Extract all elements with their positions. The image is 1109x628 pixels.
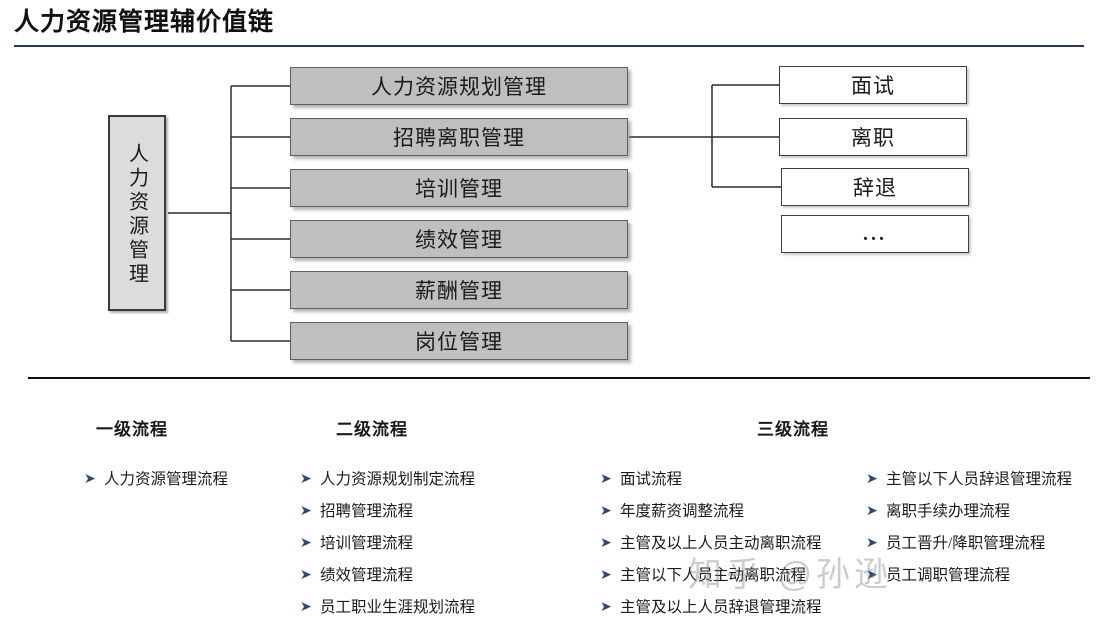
level2-box-training[interactable]: 培训管理 [290,169,628,207]
process-list-level1: ➤ 人力资源管理流程 [84,468,228,500]
list-item-label: 主管及以上人员辞退管理流程 [620,599,822,616]
root-box-hr-management[interactable]: 人力资源管理 [108,115,166,311]
process-list-level2: ➤ 人力资源规划制定流程 ➤ 招聘管理流程 ➤ 培训管理流程 ➤ 绩效管理流程 … [300,468,475,628]
list-item[interactable]: ➤ 人力资源管理流程 [84,468,228,492]
arrow-bullet-icon: ➤ [300,472,312,487]
list-item[interactable]: ➤ 年度薪资调整流程 [600,500,822,524]
list-item[interactable]: ➤ 主管及以上人员辞退管理流程 [600,596,822,620]
process-list-level3-left: ➤ 面试流程 ➤ 年度薪资调整流程 ➤ 主管及以上人员主动离职流程 ➤ 主管以下… [600,468,822,628]
level2-box-position[interactable]: 岗位管理 [290,322,628,360]
list-item[interactable]: ➤ 主管以下人员辞退管理流程 [866,468,1072,492]
list-item-label: 员工调职管理流程 [886,567,1011,584]
list-item-label: 人力资源管理流程 [104,471,229,488]
list-item[interactable]: ➤ 培训管理流程 [300,532,475,556]
list-item[interactable]: ➤ 人力资源规划制定流程 [300,468,475,492]
arrow-bullet-icon: ➤ [300,600,312,615]
list-item[interactable]: ➤ 面试流程 [600,468,822,492]
column-header-level1: 一级流程 [96,420,168,439]
level2-box-performance[interactable]: 绩效管理 [290,220,628,258]
arrow-bullet-icon: ➤ [866,504,878,519]
section-divider-rule [28,377,1090,379]
list-item[interactable]: ➤ 招聘管理流程 [300,500,475,524]
value-chain-diagram: 人力资源管理 人力资源规划管理 招聘离职管理 培训管理 绩效管理 薪酬管理 岗位… [108,66,969,360]
process-list-level3-right: ➤ 主管以下人员辞退管理流程 ➤ 离职手续办理流程 ➤ 员工晋升/降职管理流程 … [866,468,1072,596]
level2-box-hr-planning[interactable]: 人力资源规划管理 [290,67,628,105]
list-item-label: 员工职业生涯规划流程 [320,599,476,616]
arrow-bullet-icon: ➤ [600,568,612,583]
arrow-bullet-icon: ➤ [300,504,312,519]
list-item[interactable]: ➤ 员工调职管理流程 [866,564,1072,588]
diagram-connector-lines [168,84,782,342]
level2-box-compensation[interactable]: 薪酬管理 [290,271,628,309]
level3-box-more[interactable]: ... [781,215,969,253]
arrow-bullet-icon: ➤ [600,600,612,615]
page-title: 人力资源管理辅价值链 [14,8,275,36]
column-header-level2: 二级流程 [336,420,408,439]
arrow-bullet-icon: ➤ [600,472,612,487]
list-item[interactable]: ➤ 员工晋升/降职管理流程 [866,532,1072,556]
arrow-bullet-icon: ➤ [866,536,878,551]
list-item-label: 招聘管理流程 [320,503,414,520]
list-item-label: 主管以下人员主动离职流程 [620,567,807,584]
list-item-label: 培训管理流程 [320,535,414,552]
list-item[interactable]: ➤ 绩效管理流程 [300,564,475,588]
list-item-label: 年度薪资调整流程 [620,503,745,520]
list-item[interactable]: ➤ 主管及以上人员主动离职流程 [600,532,822,556]
arrow-bullet-icon: ➤ [866,568,878,583]
list-item-label: 主管及以上人员主动离职流程 [620,535,822,552]
level3-box-dismissal[interactable]: 辞退 [781,168,969,206]
arrow-bullet-icon: ➤ [300,536,312,551]
arrow-bullet-icon: ➤ [866,472,878,487]
arrow-bullet-icon: ➤ [600,536,612,551]
list-item[interactable]: ➤ 离职手续办理流程 [866,500,1072,524]
arrow-bullet-icon: ➤ [600,504,612,519]
list-item-label: 绩效管理流程 [320,567,414,584]
list-item-label: 人力资源规划制定流程 [320,471,476,488]
list-item-label: 离职手续办理流程 [886,503,1011,520]
title-divider-rule [14,45,1084,47]
column-header-level3: 三级流程 [757,420,829,439]
list-item-label: 面试流程 [620,471,683,488]
arrow-bullet-icon: ➤ [300,568,312,583]
level3-box-resignation[interactable]: 离职 [779,118,967,156]
list-item-label: 员工晋升/降职管理流程 [886,535,1046,552]
list-item[interactable]: ➤ 员工职业生涯规划流程 [300,596,475,620]
level3-box-interview[interactable]: 面试 [779,66,967,104]
arrow-bullet-icon: ➤ [84,472,96,487]
list-item[interactable]: ➤ 主管以下人员主动离职流程 [600,564,822,588]
level2-box-recruit-resign[interactable]: 招聘离职管理 [290,118,628,156]
list-item-label: 主管以下人员辞退管理流程 [886,471,1073,488]
